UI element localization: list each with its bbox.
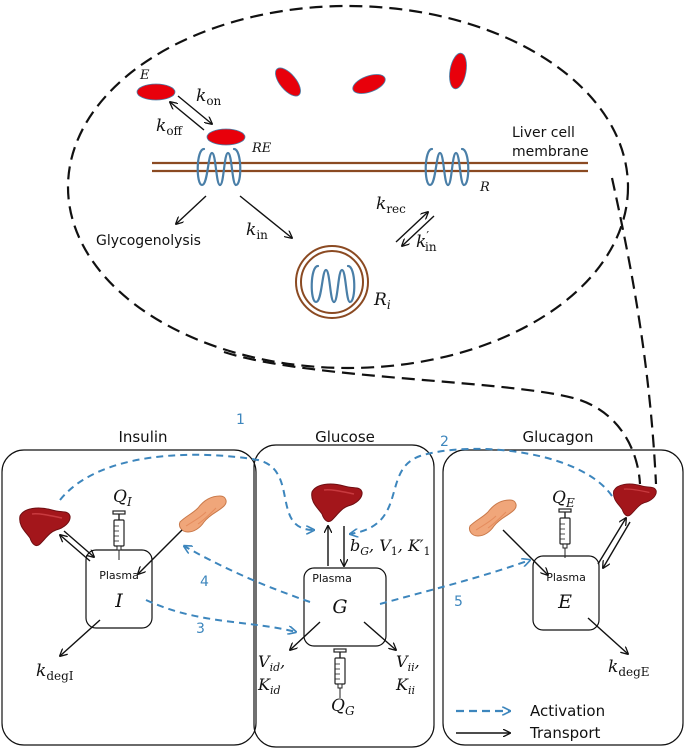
label-R: R xyxy=(479,180,490,195)
glucagon-molecule xyxy=(352,74,386,94)
pancreas-to-glucagon xyxy=(502,529,548,575)
krec-arrow xyxy=(395,212,428,243)
legend-transport-label: Transport xyxy=(529,724,601,742)
insulin-title: Insulin xyxy=(118,428,167,446)
glucose-insulin-dependent-uptake xyxy=(290,621,321,650)
activation-number-4: 4 xyxy=(200,574,209,590)
endosome xyxy=(295,245,369,319)
glucagon-symbol: E xyxy=(557,591,572,613)
glucose-compartment xyxy=(253,444,435,748)
insulin-plasma-label: Plasma xyxy=(99,569,139,582)
kon-arrow xyxy=(177,95,212,124)
free-receptor xyxy=(424,147,470,187)
liver-icon xyxy=(310,483,363,523)
zoom-connector-right xyxy=(610,177,658,485)
zoom-ellipse xyxy=(66,4,630,370)
glucagon-molecule xyxy=(275,67,301,97)
activation-number-5: 5 xyxy=(454,594,463,610)
activation-1 xyxy=(59,453,314,530)
internalized-receptor xyxy=(310,264,356,304)
activation-arrows xyxy=(59,447,613,632)
glucagon-plasma-label: Plasma xyxy=(546,571,586,584)
label-kdegI: kdegI xyxy=(36,661,74,683)
insulin-plasma-to-liver xyxy=(60,535,91,562)
kin-prime-arrow xyxy=(402,215,435,246)
pancreas-icon xyxy=(468,499,517,537)
zoom-connector-left xyxy=(223,350,642,485)
legend-activation-label: Activation xyxy=(530,702,605,720)
label-kin: kin xyxy=(246,220,268,242)
insulin-symbol: I xyxy=(114,590,123,612)
insulin-compartment xyxy=(1,449,257,746)
syringe-icon xyxy=(333,648,347,699)
glucagon-bound-RE xyxy=(206,128,246,146)
label-membrane-line2: membrane xyxy=(512,144,589,160)
glucagon-molecule-E xyxy=(136,83,176,101)
label-QE: QE xyxy=(552,488,575,510)
glucagon-compartment xyxy=(442,449,684,746)
label-E: E xyxy=(139,68,150,83)
label-Kid: Kid xyxy=(257,675,281,697)
activation-number-3: 3 xyxy=(196,621,205,637)
activation-3 xyxy=(145,599,296,632)
label-RE: RE xyxy=(251,141,272,156)
label-Vid: Vid, xyxy=(258,652,285,674)
glucose-symbol: G xyxy=(332,596,347,618)
insulin-plasma-box xyxy=(85,549,153,629)
endosome-inner xyxy=(300,250,364,314)
label-glycogenolysis: Glycogenolysis xyxy=(96,233,201,249)
label-QI: QI xyxy=(113,487,132,509)
label-kin-prime: k′in xyxy=(416,229,437,254)
label-membrane-line1: Liver cell xyxy=(512,125,575,141)
transport-arrows xyxy=(60,518,631,656)
label-QG: QG xyxy=(331,696,355,718)
syringe-icon xyxy=(558,508,572,559)
pancreas-icon xyxy=(178,495,227,533)
glucose-title: Glucose xyxy=(315,428,375,446)
label-Ri: Ri xyxy=(373,290,391,312)
activation-5 xyxy=(379,560,530,605)
label-kon: kon xyxy=(196,86,222,108)
glycogenolysis-arrow xyxy=(176,195,207,224)
glucose-plasma-label: Plasma xyxy=(312,572,352,585)
activation-number-1: 1 xyxy=(236,412,245,428)
activation-2 xyxy=(350,447,613,534)
label-glucose-params: bG, V1, K′1 xyxy=(350,536,431,558)
insulin-liver-to-plasma xyxy=(63,530,94,557)
insulin-degradation xyxy=(60,619,101,656)
glucagon-molecule xyxy=(449,52,467,90)
koff-arrow xyxy=(170,102,205,131)
glucose-plasma-box xyxy=(303,567,387,647)
label-Vii: Vii, xyxy=(396,652,420,674)
label-Kii: Kii xyxy=(395,675,415,697)
glucose-insulin-independent-uptake xyxy=(363,621,396,650)
liver-icon xyxy=(18,507,71,547)
kin-arrow xyxy=(239,195,292,238)
glucagon-title: Glucagon xyxy=(523,428,594,446)
label-kdegE: kdegE xyxy=(608,657,650,679)
bound-receptor xyxy=(196,147,242,187)
legend: Activation Transport xyxy=(456,702,605,742)
liver-icon xyxy=(612,483,657,517)
glucagon-degradation xyxy=(587,617,628,654)
glucagon-plasma-to-liver xyxy=(597,518,626,565)
liver-cell-zoom: E RE R kon koff kin krec k′in Ri Glycoge… xyxy=(66,4,630,370)
activation-4 xyxy=(184,546,311,603)
glucagon-liver-to-plasma xyxy=(603,521,631,568)
pancreas-to-insulin xyxy=(138,529,183,574)
label-krec: krec xyxy=(376,194,406,216)
activation-number-2: 2 xyxy=(440,434,449,450)
label-koff: koff xyxy=(156,116,184,138)
